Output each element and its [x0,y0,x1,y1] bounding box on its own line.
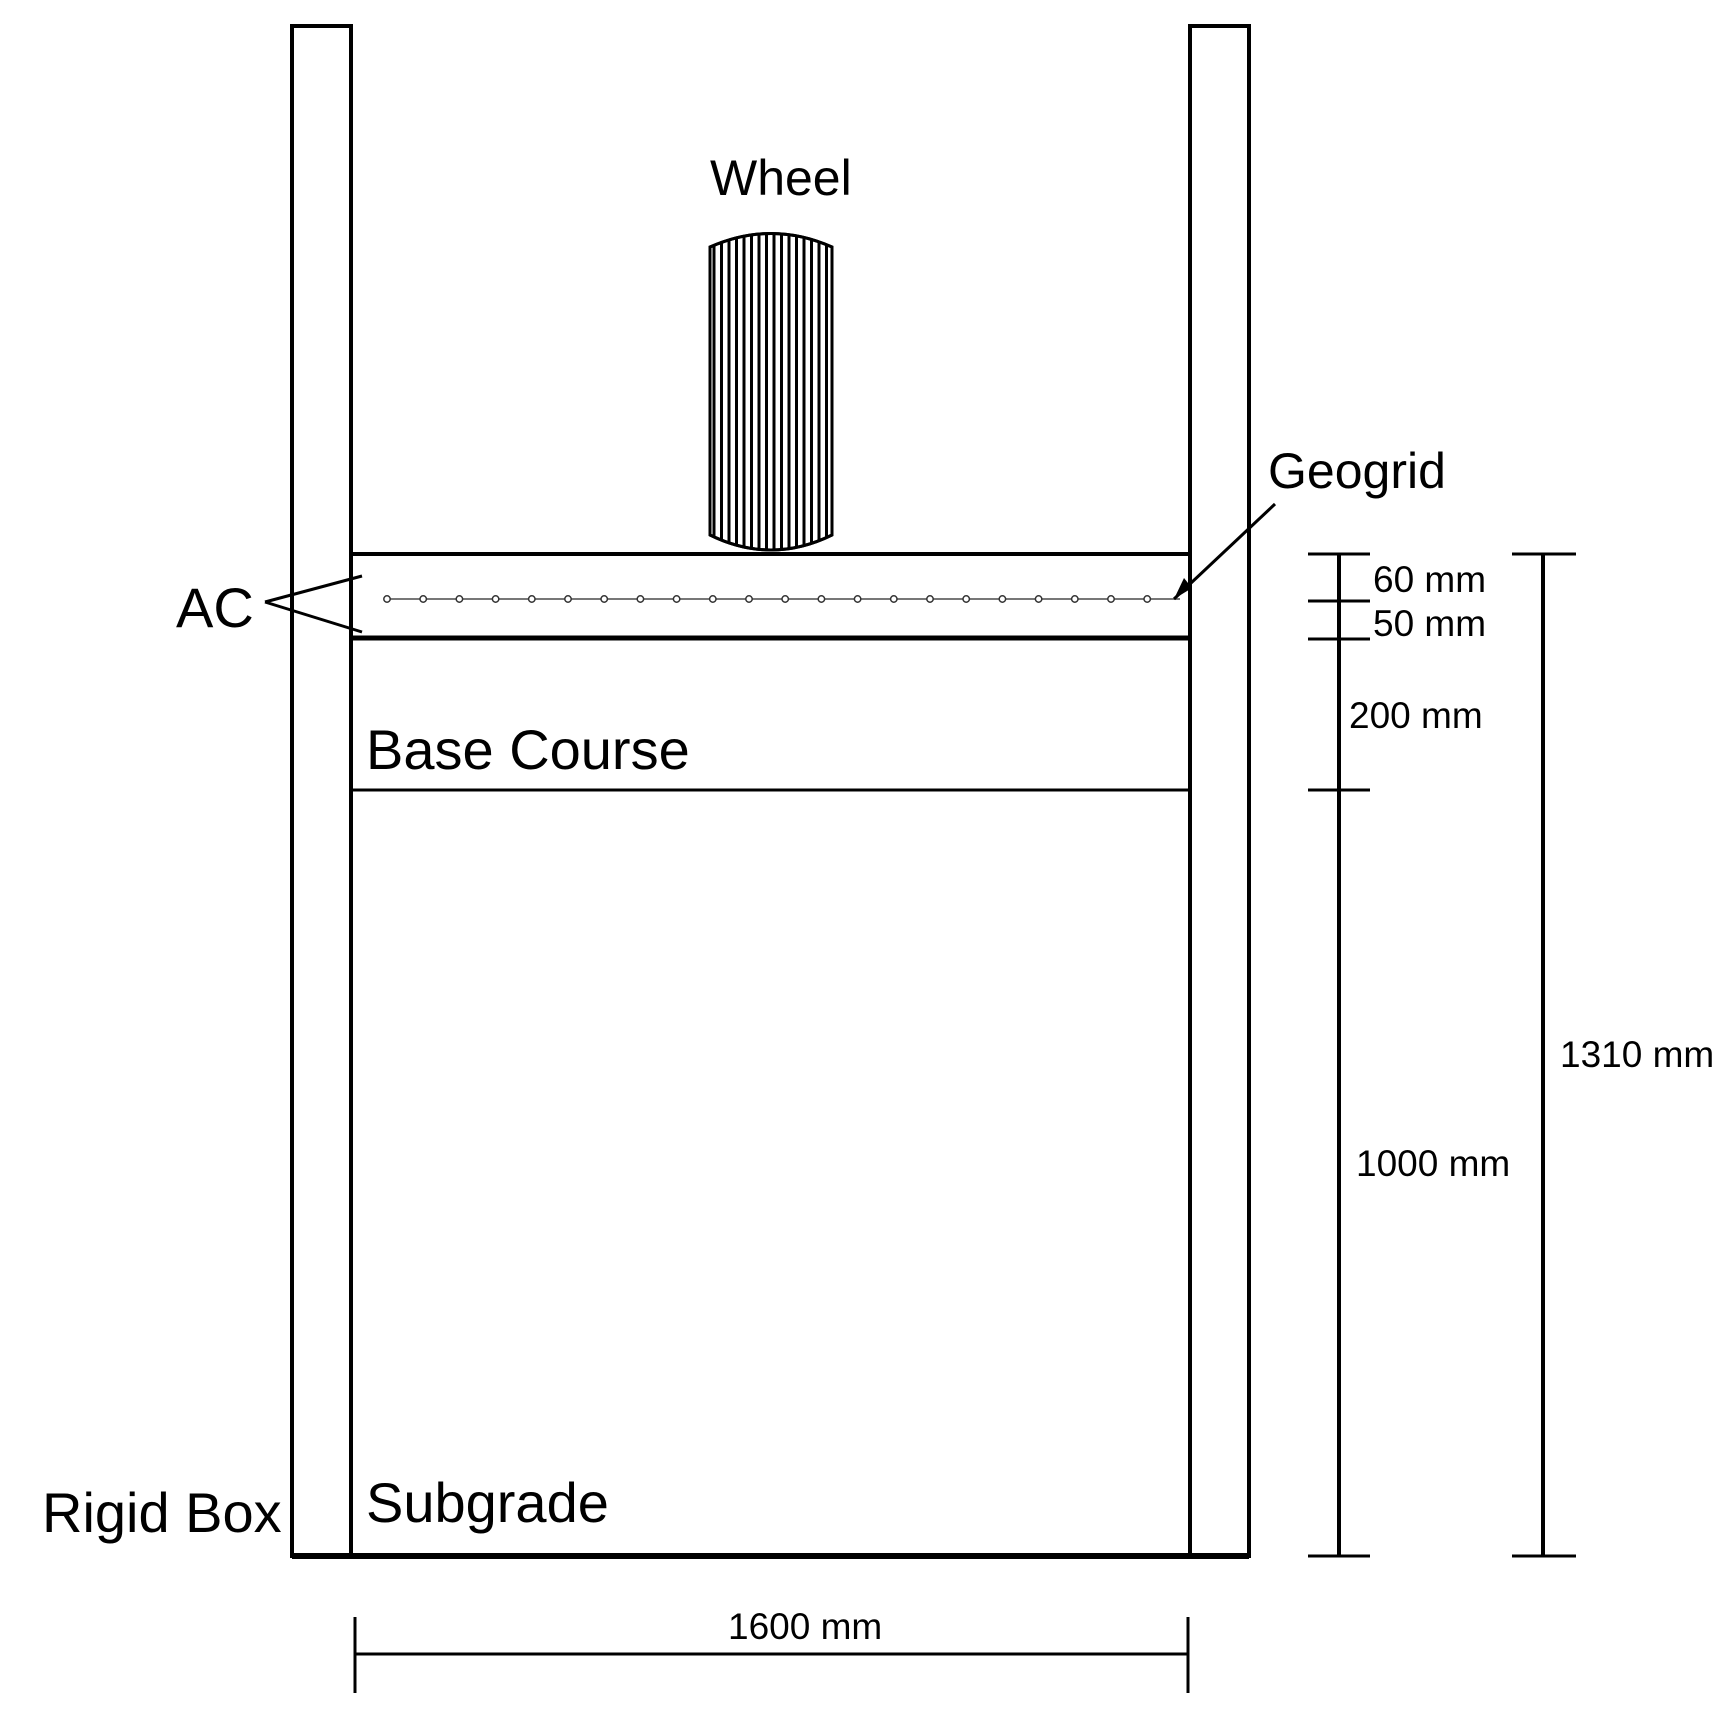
rigid-box-label: Rigid Box [42,1481,282,1544]
dim-ac-bottom-label: 50 mm [1373,603,1486,644]
geogrid-node [1143,595,1152,603]
geogrid-node [1107,595,1115,603]
geogrid-node [781,595,790,603]
wheel-label: Wheel [710,150,852,206]
geogrid-node [419,595,428,603]
wheel [708,232,834,552]
dim-ac-top-label: 60 mm [1373,559,1486,600]
total-height-dimension-line [1512,552,1576,1558]
geogrid-node [962,595,971,603]
geogrid-node [600,595,609,603]
ac-label: AC [176,576,254,639]
dim-width-label: 1600 mm [728,1606,882,1647]
geogrid-node [672,595,681,603]
geogrid-node [527,595,536,603]
geogrid-node [926,595,934,603]
geogrid-node [455,595,464,603]
geogrid-node [491,595,500,603]
geogrid-node [745,595,753,603]
geogrid-node [889,595,898,603]
geogrid-node [564,595,572,603]
layer-dimension-line [1308,552,1370,1558]
geogrid-node [1034,595,1043,603]
geogrid-leader-arrow [1172,502,1277,601]
dim-subgrade-label: 1000 mm [1356,1143,1510,1184]
geogrid-node [817,595,826,603]
width-dimension-line [353,1617,1190,1693]
geogrid-node [853,595,862,603]
geogrid-node [636,595,645,603]
base-course-label: Base Course [366,718,690,781]
dim-total-height-label: 1310 mm [1560,1034,1714,1075]
geogrid-node [708,595,717,603]
geogrid-nodes [383,595,1152,603]
geogrid-node [383,595,391,603]
geogrid-label: Geogrid [1268,443,1446,499]
geogrid-node [1070,595,1079,603]
rigid-box-right-wall [1188,24,1251,1558]
rigid-box-left-wall [290,24,353,1558]
dim-base-course-label: 200 mm [1349,695,1483,736]
subgrade-label: Subgrade [366,1471,609,1534]
ac-pointer-lines [264,574,363,634]
geogrid-node [998,595,1007,603]
